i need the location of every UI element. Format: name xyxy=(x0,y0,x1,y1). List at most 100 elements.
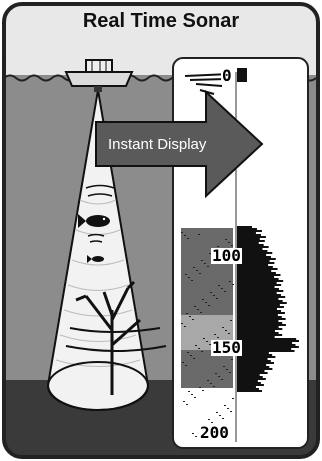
return-bar xyxy=(237,362,274,364)
noise-dot xyxy=(199,387,201,388)
return-bar xyxy=(237,308,277,310)
noise-dot xyxy=(198,234,200,235)
noise-dot xyxy=(215,373,217,374)
noise-dot xyxy=(193,358,195,359)
noise-dot xyxy=(205,302,207,303)
noise-dot xyxy=(230,320,232,321)
return-bar xyxy=(237,270,271,272)
noise-dot xyxy=(201,351,203,352)
noise-dot xyxy=(187,352,189,353)
return-bar xyxy=(237,390,262,392)
noise-dot xyxy=(184,235,186,236)
return-bar xyxy=(237,286,275,288)
noise-dot xyxy=(229,372,231,373)
noise-dot xyxy=(210,383,212,384)
return-bar xyxy=(237,336,275,338)
noise-dot xyxy=(223,366,225,367)
return-bar xyxy=(237,358,268,360)
return-bar xyxy=(237,318,286,320)
return-bar xyxy=(237,386,256,388)
return-bar xyxy=(237,294,281,296)
return-bar xyxy=(237,334,282,336)
return-bar xyxy=(237,74,247,76)
return-bar xyxy=(237,68,247,70)
noise-dot xyxy=(202,299,204,300)
noise-dot xyxy=(184,326,186,327)
return-bar xyxy=(237,382,261,384)
noise-dot xyxy=(222,327,224,328)
noise-dot xyxy=(208,419,210,420)
noise-dot xyxy=(207,380,209,381)
noise-dot xyxy=(201,260,203,261)
noise-dot xyxy=(225,239,227,240)
noise-dot xyxy=(213,386,215,387)
return-bar xyxy=(237,350,295,352)
return-bar xyxy=(237,388,259,390)
noise-dot xyxy=(195,436,197,437)
return-bar xyxy=(237,274,281,276)
noise-dot xyxy=(196,270,198,271)
return-bar xyxy=(237,292,277,294)
return-bar xyxy=(237,232,256,234)
noise-dot xyxy=(204,263,206,264)
noise-dot xyxy=(190,355,192,356)
noise-dot xyxy=(194,397,196,398)
return-bar xyxy=(237,298,278,300)
return-bar xyxy=(237,326,279,328)
noise-dot xyxy=(191,394,193,395)
noise-dot xyxy=(232,284,234,285)
return-bar xyxy=(237,354,272,356)
return-bar xyxy=(237,282,277,284)
return-bar xyxy=(237,312,285,314)
return-bar xyxy=(237,332,279,334)
noise-dot xyxy=(224,291,226,292)
return-bar xyxy=(237,356,275,358)
noise-dot xyxy=(226,369,228,370)
noise-dot xyxy=(216,298,218,299)
noise-dot xyxy=(228,242,230,243)
return-bar xyxy=(237,364,266,366)
return-bar xyxy=(237,330,275,332)
return-bar xyxy=(237,302,287,304)
noise-dot xyxy=(182,362,184,363)
noise-dot xyxy=(203,338,205,339)
return-bar xyxy=(237,290,283,292)
noise-dot xyxy=(232,398,234,399)
return-bar xyxy=(237,348,291,350)
noise-dot xyxy=(197,309,199,310)
noise-dot xyxy=(229,281,231,282)
noise-dot xyxy=(206,341,208,342)
return-bar xyxy=(237,320,278,322)
noise-dot xyxy=(208,305,210,306)
arrow-label: Instant Display xyxy=(108,136,206,153)
return-bar xyxy=(237,310,281,312)
noise-dot xyxy=(207,266,209,267)
return-bar xyxy=(237,316,282,318)
noise-dot xyxy=(198,348,200,349)
return-bar xyxy=(237,366,269,368)
noise-dot xyxy=(195,345,197,346)
noise-dot xyxy=(219,415,221,416)
return-bar xyxy=(237,374,260,376)
depth-label-0: 0 xyxy=(221,68,233,84)
return-bar xyxy=(237,238,260,240)
noise-dot xyxy=(192,319,194,320)
return-bar xyxy=(237,322,282,324)
return-bar xyxy=(237,272,276,274)
return-bar xyxy=(237,76,247,78)
return-bar xyxy=(237,234,261,236)
noise-dot xyxy=(199,273,201,274)
return-bar xyxy=(237,284,281,286)
noise-dot xyxy=(192,433,194,434)
noise-dot xyxy=(227,408,229,409)
return-bar xyxy=(237,252,272,254)
return-bar xyxy=(237,380,258,382)
noise-dot xyxy=(228,333,230,334)
noise-dot xyxy=(224,405,226,406)
noise-dot xyxy=(181,232,183,233)
return-bar xyxy=(237,226,252,228)
return-bar xyxy=(237,72,247,74)
return-bar xyxy=(237,384,264,386)
return-bar xyxy=(237,346,299,348)
return-bar xyxy=(237,240,265,242)
